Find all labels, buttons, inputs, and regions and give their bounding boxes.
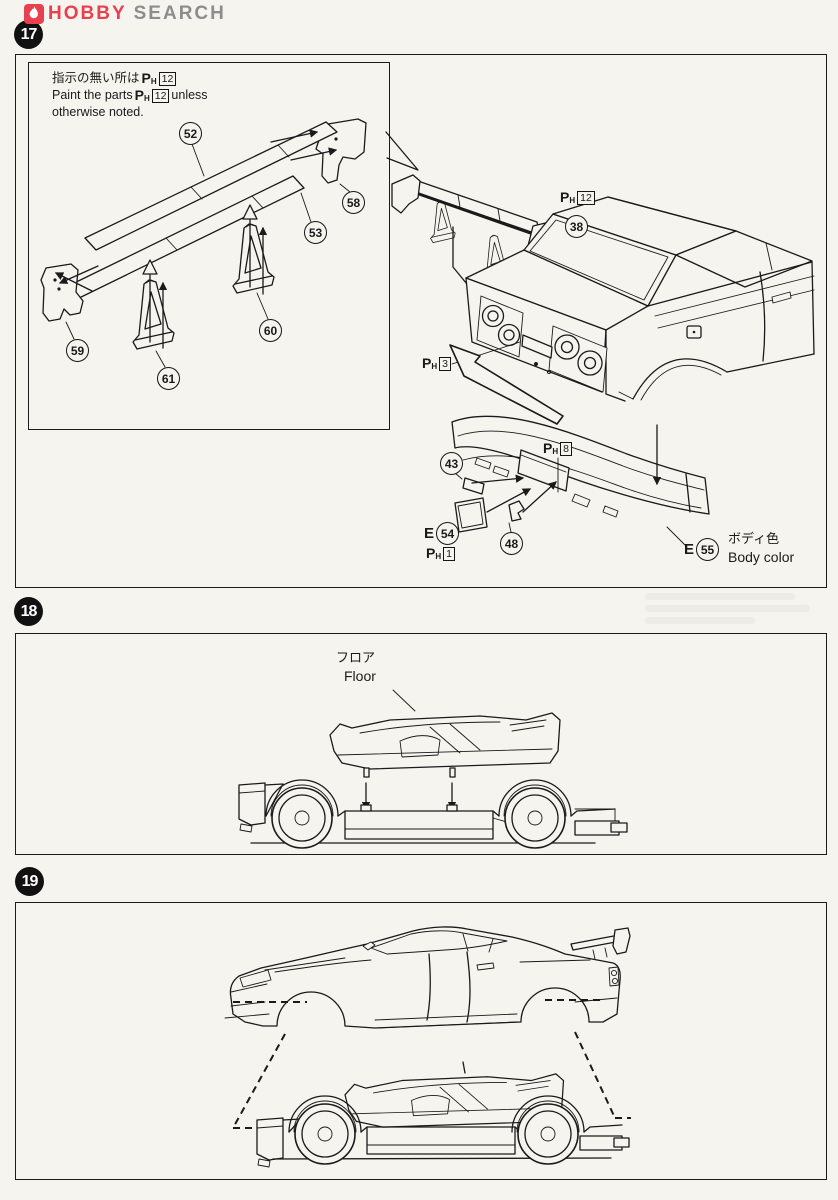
part-43-callout: 43 [440,452,463,475]
step-18-panel [15,633,827,855]
part-58-callout: 58 [342,191,365,214]
hobbysearch-watermark: HOBBY SEARCH [24,3,226,25]
flame-icon [24,4,44,24]
part-61-callout: 61 [157,367,180,390]
step-17-inset-box [28,62,390,430]
part-48-callout: 48 [500,532,523,555]
step-17-panel [15,54,827,588]
paint-note-en-2: otherwise noted. [52,105,144,119]
logo-hobby-text: HOBBY [48,3,127,24]
part-59-callout: 59 [66,339,89,362]
part-60-callout: 60 [259,319,282,342]
part-38-callout: 38 [565,215,588,238]
step-19-illustration [224,926,631,1168]
scan-bleed-through [645,593,815,629]
step-17-number: 17 [14,20,43,49]
part-e54-callout: E 54 [424,522,460,545]
logo-search-text: SEARCH [133,3,226,24]
body-color-label-en: Body color [728,549,795,565]
paint-note-en-1: Paint the parts [52,88,133,102]
part-53-callout: 53 [304,221,327,244]
part-52-callout: 52 [179,122,202,145]
floor-label-en: Floor [344,668,376,684]
step-19-number: 19 [15,867,44,896]
paint-note-en-1b: unless [171,88,208,102]
body-color-label-jp: ボディ色 [728,531,780,546]
step-17-illustration [385,131,815,548]
step-18-illustration [238,689,628,849]
part-e55-callout: E 55 [684,538,720,561]
wing-exploded-illustration [40,118,367,368]
floor-label-jp: フロア [336,650,376,665]
paint-note-jp: 指示の無い所は [52,71,140,85]
step-18-number: 18 [14,597,43,626]
step-19-panel [15,902,827,1180]
